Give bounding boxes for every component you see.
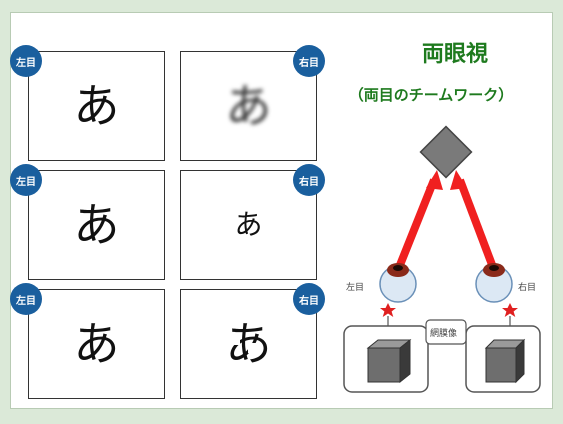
left-eye-badge-3: 左目 <box>10 283 42 315</box>
left-sight-arrow <box>394 170 443 272</box>
right-eye-card-3: あ <box>180 289 317 399</box>
retina-label-box <box>425 319 467 345</box>
right-glyph-broken: あ <box>226 321 272 367</box>
right-eye-badge-3: 右目 <box>293 283 325 315</box>
retina-label: 網膜像 <box>430 327 457 339</box>
right-eye-card-1: あ <box>180 51 317 161</box>
left-retina-cube <box>366 338 412 384</box>
left-eye-label: 左目 <box>346 281 364 293</box>
left-eye-badge-1: 左目 <box>10 45 42 77</box>
right-eye-card-2: あ <box>180 170 317 280</box>
left-eye-card-2: あ <box>28 170 165 280</box>
right-eye-label: 右目 <box>518 281 536 293</box>
right-eye-badge-1: 右目 <box>293 45 325 77</box>
left-glyph-2: あ <box>73 198 120 252</box>
left-eye-card-1: あ <box>28 51 165 161</box>
left-eye-card-3: あ <box>28 289 165 399</box>
left-eye-icon <box>379 263 417 303</box>
right-eye-icon <box>475 263 513 303</box>
left-glyph-3: あ <box>73 317 120 371</box>
binocular-vision-diagram: 左目 右目 網膜像 <box>343 125 541 393</box>
right-eye-badge-2: 右目 <box>293 164 325 196</box>
left-eye-star <box>380 303 396 317</box>
right-retina-cube <box>484 338 526 384</box>
right-glyph-blurred: あ <box>225 79 272 133</box>
right-glyph-small: あ <box>234 208 263 241</box>
page-title: 両眼視 <box>421 42 488 67</box>
target-object <box>419 125 473 179</box>
page-subtitle: （両目のチームワーク） <box>348 86 514 104</box>
right-eye-star <box>502 303 518 317</box>
left-glyph-1: あ <box>73 79 120 133</box>
left-eye-badge-2: 左目 <box>10 164 42 196</box>
right-sight-arrow <box>450 170 498 272</box>
